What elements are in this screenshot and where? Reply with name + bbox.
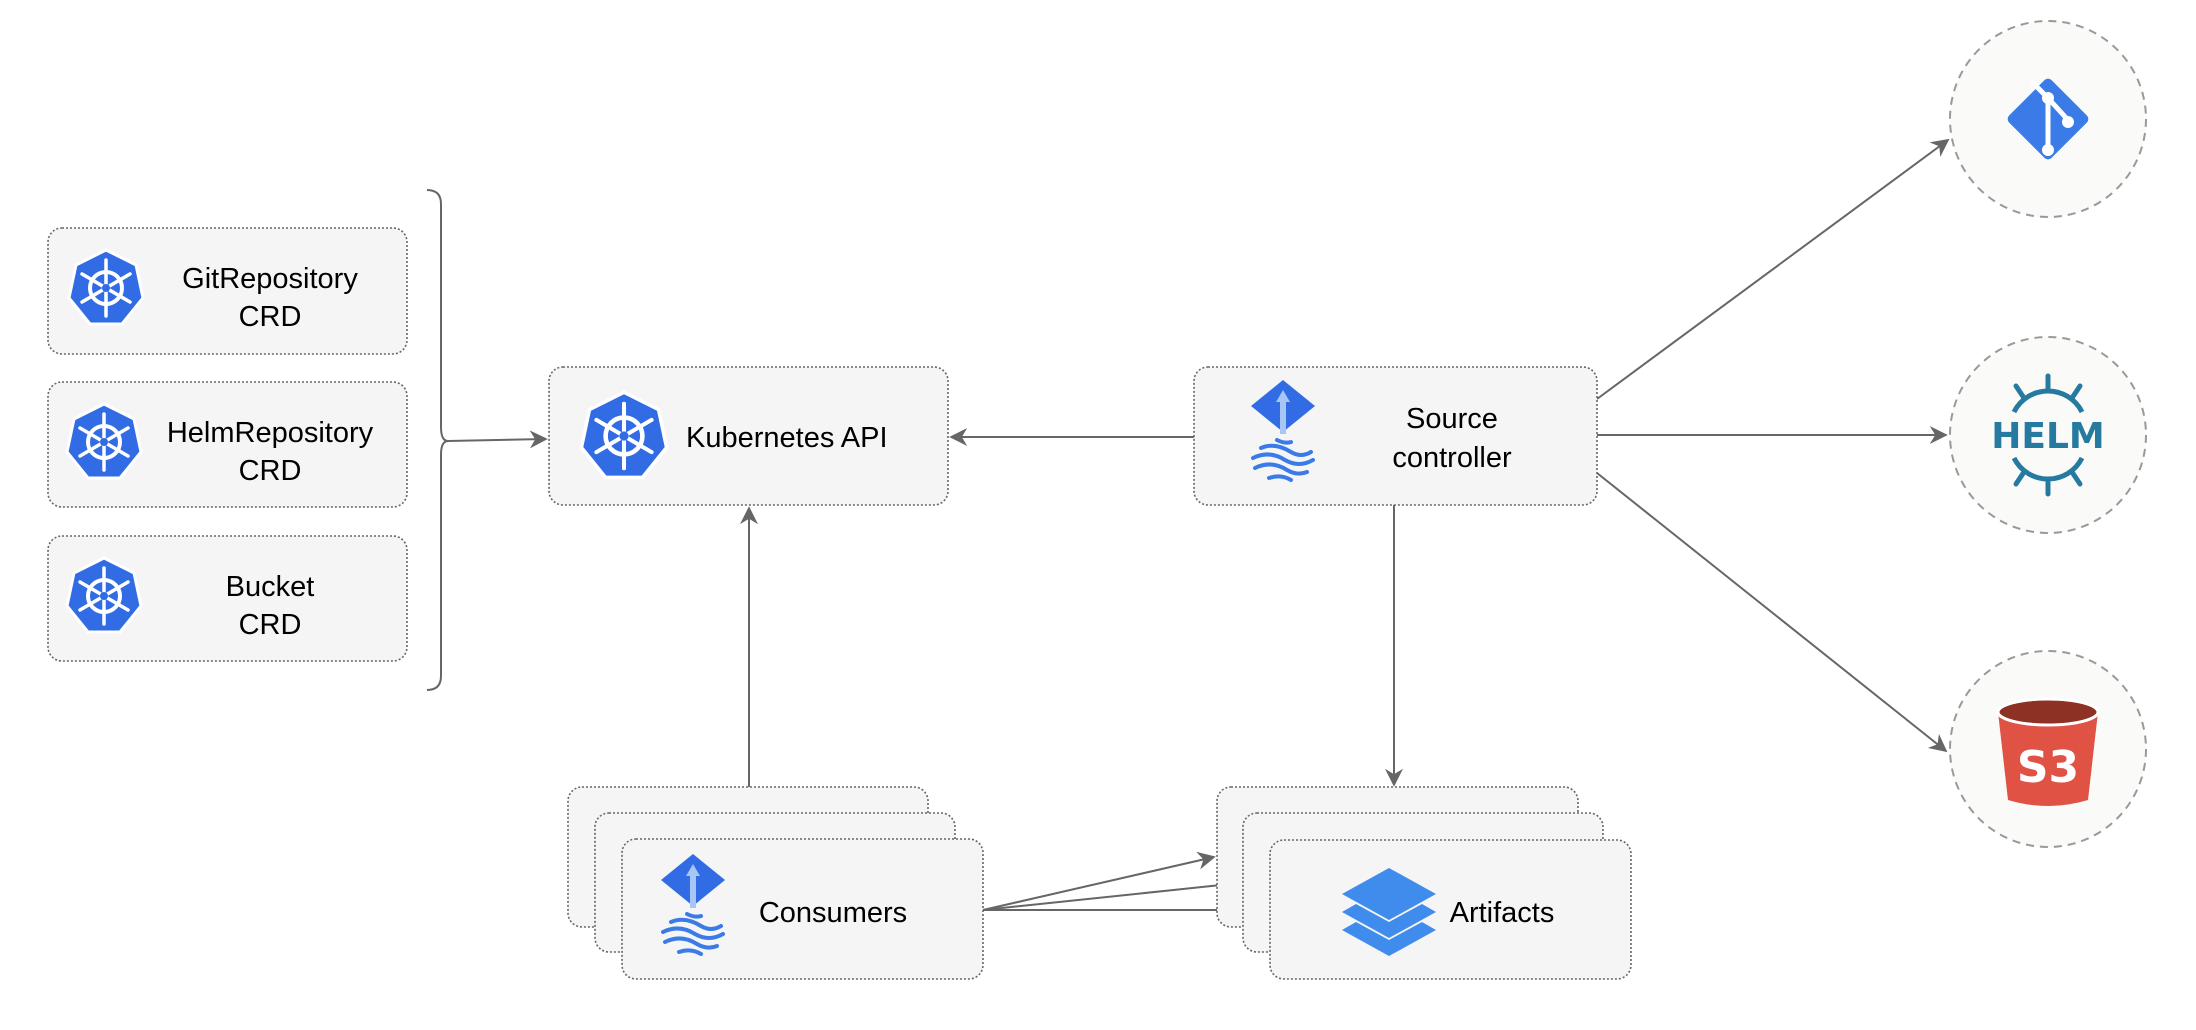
s3-source[interactable]: S3 [1949,650,2147,848]
svg-text:S3: S3 [2017,742,2079,793]
crd-label: HelmRepository [167,417,374,449]
kubernetes-api-node[interactable]: Kubernetes API [548,366,949,506]
crd-label: Bucket [226,571,315,603]
git-source[interactable] [1949,20,2147,218]
helm-source[interactable]: HELM [1949,336,2147,534]
edge-consumers-to-artifact-2 [982,875,1242,911]
edge-controller-to-git [1596,138,1950,400]
crd-sublabel: CRD [239,609,302,641]
source-controller-sublabel: controller [1392,442,1512,474]
consumers-label: Consumers [759,897,907,929]
source-controller-node[interactable]: Source controller [1193,366,1598,506]
s3-bucket-icon: S3 [1996,697,2100,806]
layers-icon [1342,868,1436,956]
source-controller-label: Source [1406,403,1498,435]
edge-crds-to-api [447,430,548,449]
crd-sublabel: CRD [239,301,302,333]
crd-helmrepository[interactable]: HelmRepository CRD [47,381,408,508]
edge-consumers-to-artifact-1 [982,851,1216,911]
crd-sublabel: CRD [239,455,302,487]
crd-gitrepository[interactable]: GitRepository CRD [47,227,408,355]
crd-bucket[interactable]: Bucket CRD [47,535,408,662]
helm-icon: HELM [1991,373,2105,497]
consumers-node[interactable]: Consumers [567,786,984,980]
edge-controller-to-s3 [1596,472,1948,753]
crd-brace [426,189,449,691]
kubernetes-api-label: Kubernetes API [686,422,888,454]
git-icon [2007,78,2089,160]
artifacts-label: Artifacts [1450,897,1555,929]
artifacts-node[interactable]: Artifacts [1216,786,1632,980]
svg-text:HELM: HELM [1991,416,2104,457]
crd-label: GitRepository [182,263,358,295]
